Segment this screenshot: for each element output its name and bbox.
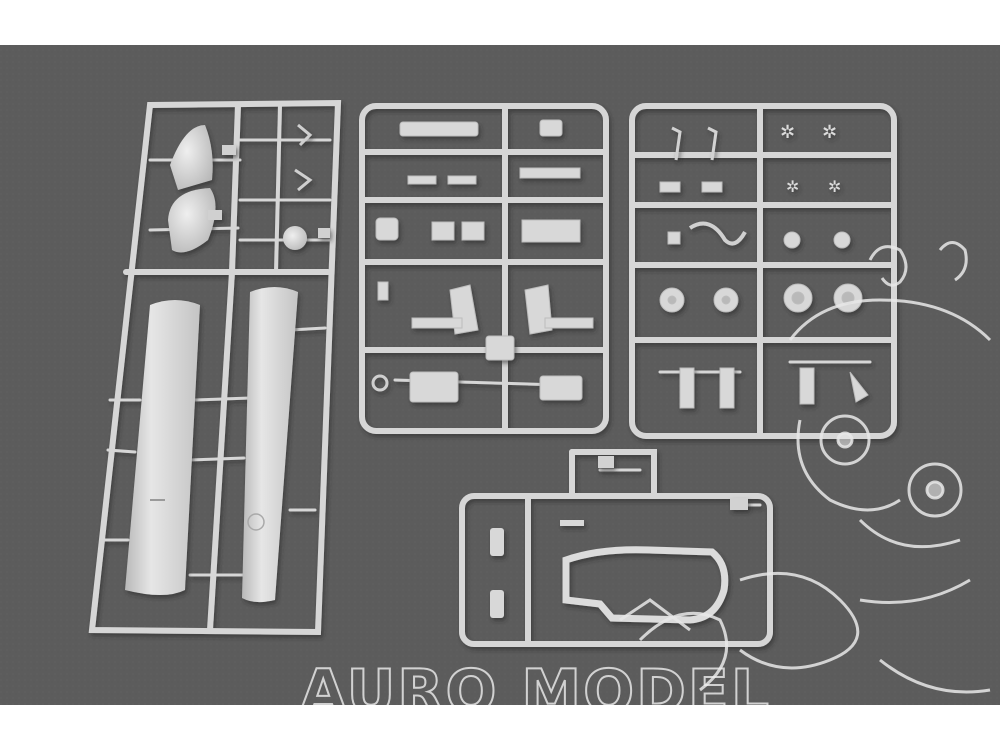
sprue-left [88, 99, 342, 636]
sprue-middle [359, 103, 609, 434]
svg-text:✲: ✲ [828, 177, 841, 196]
bottom-border-overlay [0, 705, 1000, 750]
watermark-creature [619, 241, 992, 694]
sprue-bottom [459, 449, 773, 647]
top-border [0, 0, 1000, 45]
svg-text:✲: ✲ [780, 122, 795, 143]
svg-text:✲: ✲ [786, 177, 799, 196]
sprue-right-parts: ✲ ✲ ✲ ✲ [659, 122, 869, 409]
sprue-middle-parts [371, 119, 594, 403]
sprue-bottom-parts [490, 456, 748, 624]
svg-text:✲: ✲ [822, 122, 837, 143]
sprue-left-parts [125, 123, 330, 603]
